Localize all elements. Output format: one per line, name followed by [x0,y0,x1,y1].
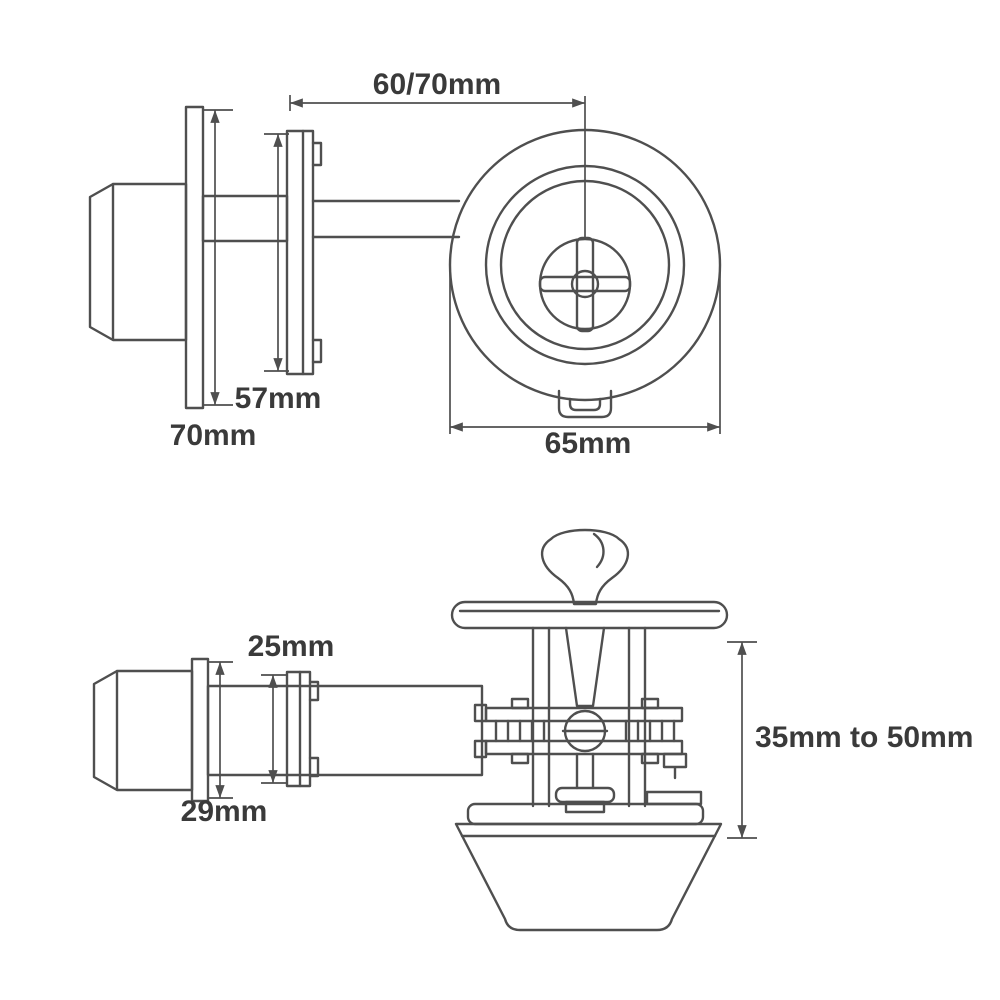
right-screw-piece [662,752,688,780]
top-latch-side-view [88,105,461,410]
dimension-latch-outer-height: 29mm [181,661,268,828]
bottom-mounting-tab [557,389,613,419]
keyway-collar [538,237,632,331]
dim-label-backset: 60/70mm [373,68,501,101]
faceplate-outer [190,657,210,803]
key-crossbar [538,275,632,293]
extension-ticks [203,109,233,406]
stem-sub-cap [564,800,606,814]
top-cylinder-front-view [448,96,722,419]
latch-body [206,684,484,777]
dimension-inner-plate-height: 57mm [235,133,322,415]
base-step [645,790,703,806]
faceplate-outer [184,105,205,410]
extension-ticks [261,674,288,784]
extension-lines [449,272,721,434]
stem-cap [554,786,616,804]
thumbturn-knob [540,528,630,606]
dim-label-outer-plate-height: 70mm [170,419,257,452]
faceplate-inner [285,129,315,376]
plug-stem [564,626,606,708]
dim-label-inner-plate-height: 57mm [235,382,322,415]
latch-bolt [92,669,194,792]
dimension-door-thickness: 35mm to 50mm [727,641,973,839]
cam-lugs [510,697,660,765]
dimension-outer-plate-height: 70mm [170,109,257,452]
base-plate [466,802,705,826]
top-view: 60/70mm 70mm 57mm 65mm [88,68,722,460]
rose-plate [450,600,729,630]
cam-teeth [494,719,676,743]
lower-stem [575,752,595,790]
dimension-backset: 60/70mm [289,68,585,111]
dim-label-door-thickness: 35mm to 50mm [755,721,973,754]
left-bracket [473,703,488,759]
bottom-view: 25mm 29mm [92,528,973,932]
dim-label-latch-inner-height: 25mm [248,630,335,663]
bottom-assembly-side-view [450,528,729,932]
extension-ticks [264,133,289,372]
mounting-posts [531,626,647,808]
dimension-cylinder-diameter: 65mm [449,272,721,460]
tapered-housing-cup [454,822,723,932]
dimension-latch-inner-height: 25mm [248,630,335,784]
faceplate-inner [285,670,312,788]
latch-bolt [88,182,188,342]
bottom-latch-side-view [92,657,484,803]
key-blade [575,236,595,333]
dim-label-cylinder-diameter: 65mm [545,427,632,460]
spindle-bar [311,199,461,239]
faceplate-inner-detail [301,129,323,376]
keyway-hub [570,269,600,299]
dim-label-latch-outer-height: 29mm [181,795,268,828]
thumbturn-detail [592,532,605,569]
faceplate-inner-detail [298,670,320,788]
